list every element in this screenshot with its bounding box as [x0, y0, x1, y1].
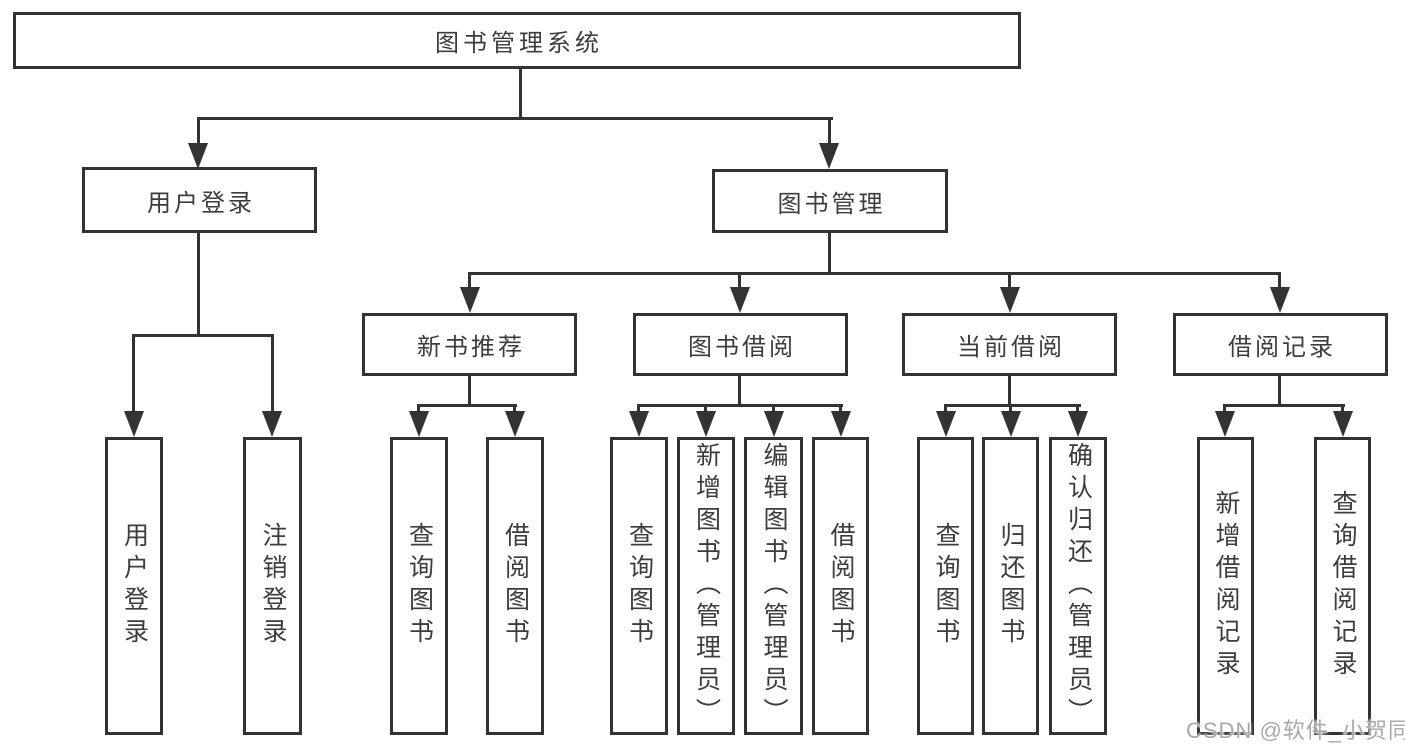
arrow-down-icon: [1270, 287, 1290, 313]
node-label-new-book-recommend: 新书推荐: [417, 334, 525, 361]
arrow-down-icon: [819, 143, 839, 169]
node-label-user-login: 用户登录: [147, 189, 255, 217]
node-label-book-borrow: 图书借阅: [688, 334, 796, 361]
leaf-label-user-login: 用户登录: [120, 522, 149, 650]
node-current-borrow: 当前借阅: [902, 313, 1117, 376]
leaf-label-add-borrow-record: 新增借阅记录: [1212, 490, 1240, 682]
connector-book-borrow-stem: [738, 376, 741, 407]
arrow-down-icon: [764, 411, 784, 437]
arrow-down-icon: [1333, 411, 1353, 437]
node-book-borrow: 图书借阅: [633, 313, 848, 376]
arrow-down-icon: [696, 411, 716, 437]
arrow-down-icon: [831, 411, 851, 437]
leaf-label-borrow-books-recommend: 借阅图书: [501, 522, 530, 650]
arrow-down-icon: [629, 411, 649, 437]
arrow-down-icon: [936, 411, 956, 437]
leaf-query-borrow-record: 查询借阅记录: [1314, 437, 1371, 735]
node-borrow-records: 借阅记录: [1173, 313, 1388, 376]
connector-to-borrow-records: [1278, 274, 1281, 299]
leaf-label-add-book-admin: 新增图书（管理员）: [692, 442, 721, 730]
leaf-query-books-borrow: 查询图书: [610, 437, 668, 735]
leaf-borrow-books-recommend: 借阅图书: [486, 437, 544, 735]
node-label-root: 图书管理系统: [435, 30, 603, 57]
leaf-user-login: 用户登录: [105, 437, 163, 735]
leaf-label-logout: 注销登录: [259, 522, 287, 650]
connector-to-user-login: [197, 119, 200, 149]
leaf-query-books-recommend: 查询图书: [390, 437, 448, 735]
arrow-down-icon: [1000, 287, 1020, 313]
arrow-down-icon: [505, 411, 525, 437]
leaf-add-borrow-record: 新增借阅记录: [1197, 437, 1254, 735]
leaf-query-books-current: 查询图书: [917, 437, 974, 735]
node-label-borrow-records: 借阅记录: [1228, 334, 1336, 361]
node-library-management-system: 图书管理系统: [13, 12, 1021, 69]
leaf-label-borrow-books: 借阅图书: [827, 522, 855, 650]
connector-new-book-recommend-rail: [417, 404, 517, 407]
arrow-down-icon: [124, 411, 144, 437]
csdn-watermark: CSDN @软件_小贺同学: [1186, 718, 1405, 743]
connector-to-current-borrow: [1008, 274, 1011, 299]
leaf-label-edit-book-admin: 编辑图书（管理员）: [760, 442, 788, 730]
leaf-label-query-books-borrow: 查询图书: [625, 522, 654, 650]
node-book-management: 图书管理: [712, 169, 948, 233]
connector-book-borrow-rail: [637, 404, 843, 407]
connector-to-book-borrow: [738, 274, 741, 299]
arrow-down-icon: [1068, 411, 1088, 437]
connector-book-management-stem: [828, 233, 831, 275]
leaf-logout: 注销登录: [243, 437, 302, 735]
leaf-confirm-return-admin: 确认归还（管理员）: [1049, 437, 1107, 735]
leaf-edit-book-admin: 编辑图书（管理员）: [744, 437, 803, 735]
connector-user-login-stem: [197, 233, 200, 337]
arrow-down-icon: [188, 143, 208, 169]
connector-book-management-rail: [468, 272, 1281, 275]
node-new-book-recommend: 新书推荐: [362, 313, 577, 376]
leaf-label-query-borrow-record: 查询借阅记录: [1329, 490, 1357, 682]
connector-to-new-book-recommend: [468, 274, 471, 299]
connector-borrow-records-rail: [1223, 404, 1345, 407]
node-label-book-management: 图书管理: [777, 190, 886, 218]
leaf-label-query-books-current: 查询图书: [932, 522, 960, 650]
connector-borrow-records-stem: [1278, 376, 1281, 407]
arrow-down-icon: [1001, 411, 1021, 437]
connector-to-leaf-logout: [271, 336, 274, 416]
leaf-add-book-admin: 新增图书（管理员）: [677, 437, 735, 735]
leaf-return-book: 归还图书: [982, 437, 1039, 735]
leaf-label-return-book: 归还图书: [997, 522, 1025, 650]
connector-root-stem: [519, 67, 522, 119]
node-user-login: 用户登录: [82, 167, 317, 233]
arrow-down-icon: [460, 287, 480, 313]
connector-root-rail: [197, 117, 833, 120]
leaf-borrow-books: 借阅图书: [812, 437, 869, 735]
connector-new-book-recommend-stem: [468, 376, 471, 407]
node-label-current-borrow: 当前借阅: [957, 334, 1065, 361]
connector-current-borrow-rail: [944, 404, 1081, 407]
connector-to-book-management: [828, 119, 831, 149]
arrow-down-icon: [1215, 411, 1235, 437]
arrow-down-icon: [262, 411, 282, 437]
connector-to-leaf-user-login: [132, 336, 135, 416]
leaf-label-query-books-recommend: 查询图书: [405, 522, 434, 650]
arrow-down-icon: [409, 411, 429, 437]
arrow-down-icon: [730, 287, 750, 313]
connector-user-login-rail: [132, 334, 274, 337]
leaf-label-confirm-return-admin: 确认归还（管理员）: [1064, 442, 1093, 730]
connector-current-borrow-stem: [1008, 376, 1011, 407]
